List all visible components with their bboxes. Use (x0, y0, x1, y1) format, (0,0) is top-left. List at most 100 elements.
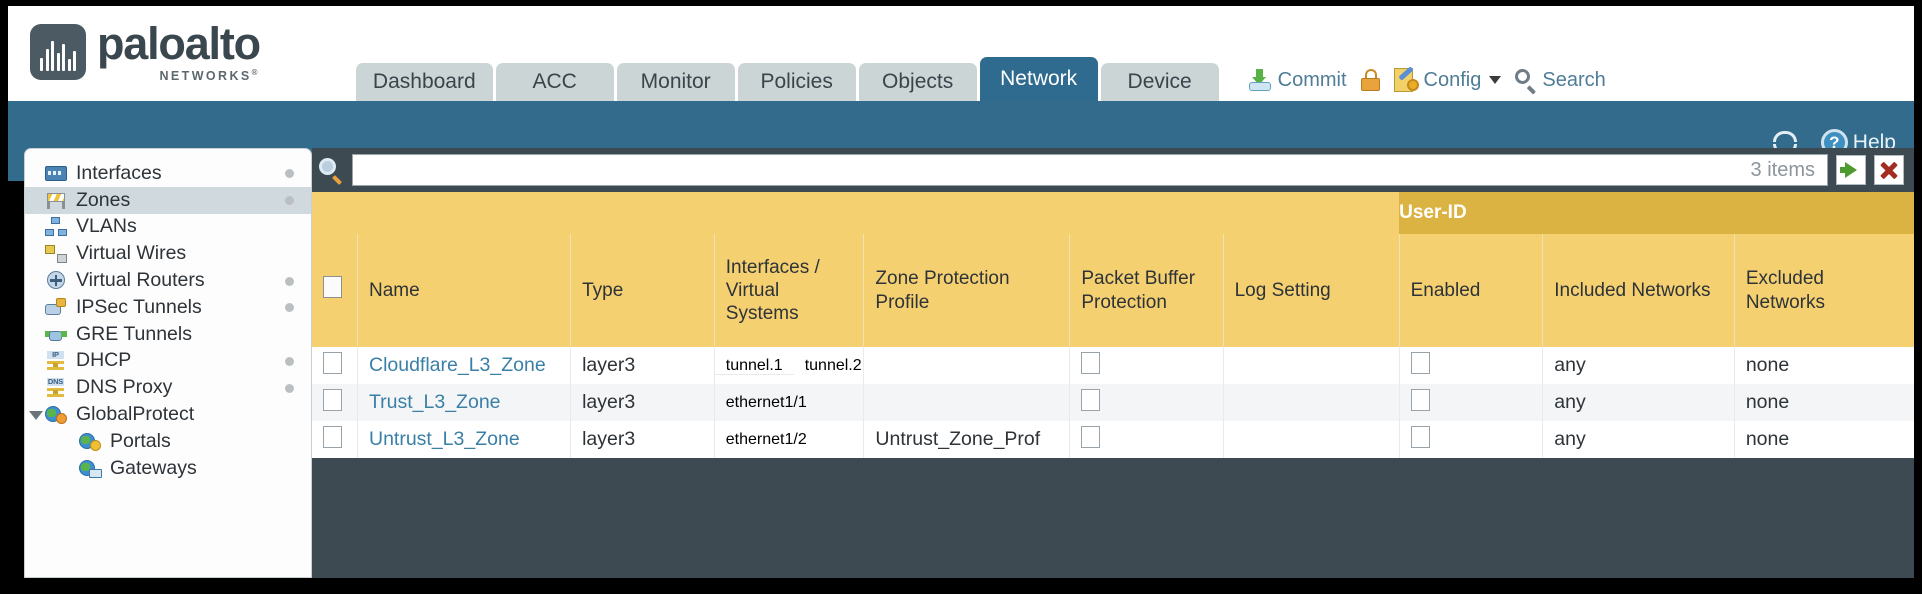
config-icon (1393, 66, 1419, 92)
included-networks-cell: any (1542, 384, 1735, 421)
included-networks-cell: any (1542, 421, 1735, 458)
tab-device[interactable]: Device (1100, 63, 1219, 101)
config-menu-button[interactable]: Config (1393, 66, 1502, 92)
sidebar-item-label: DNS Proxy (76, 376, 173, 399)
column-header-zone-protection-profile[interactable]: Zone Protection Profile (863, 234, 1070, 347)
tab-network[interactable]: Network (979, 57, 1098, 101)
commit-button[interactable]: Commit (1247, 69, 1347, 92)
interface-item: ethernet1/1 (725, 394, 807, 411)
packet-buffer-protection-checkbox[interactable] (1081, 425, 1101, 448)
zone-name-link[interactable]: Cloudflare_L3_Zone (368, 354, 546, 376)
userid-enabled-cell (1398, 421, 1543, 458)
clear-filter-button[interactable] (1874, 155, 1904, 185)
select-all-checkbox[interactable] (323, 276, 342, 299)
sidebar-item-label: VLANs (76, 215, 137, 238)
sidebar-item-gateways[interactable]: Gateways (25, 455, 311, 482)
sidebar-item-zones[interactable]: Zones (25, 186, 311, 214)
brand-name: paloalto (97, 18, 261, 70)
packet-buffer-protection-cell (1069, 384, 1224, 421)
commit-icon (1247, 69, 1273, 91)
zone-name-link[interactable]: Untrust_L3_Zone (368, 428, 520, 450)
help-label: Help (1852, 130, 1896, 154)
excluded-networks-cell: none (1733, 347, 1914, 384)
zone-type-cell: layer3 (570, 347, 715, 384)
config-label: Config (1423, 68, 1482, 91)
userid-enabled-checkbox[interactable] (1410, 351, 1430, 374)
group-header-row: User-ID (312, 192, 1914, 234)
band-actions: ? Help (1772, 129, 1896, 156)
sidebar-item-vlans[interactable]: VLANs (25, 214, 311, 241)
brand-tagline: NETWORKS® (159, 68, 260, 84)
virtual-routers-icon (45, 271, 67, 290)
tab-monitor[interactable]: Monitor (616, 63, 735, 101)
userid-enabled-checkbox[interactable] (1410, 425, 1430, 448)
row-select-cell (312, 384, 357, 421)
apply-filter-button[interactable] (1836, 155, 1866, 185)
column-header-type[interactable]: Type (570, 234, 715, 347)
column-header-enabled[interactable]: Enabled (1398, 234, 1543, 347)
userid-enabled-checkbox[interactable] (1410, 388, 1430, 411)
packet-buffer-protection-checkbox[interactable] (1081, 351, 1101, 374)
userid-enabled-cell (1398, 384, 1543, 421)
status-dot-icon (285, 196, 294, 206)
refresh-icon[interactable] (1772, 130, 1799, 155)
sidebar-item-label: Virtual Routers (76, 269, 205, 292)
help-button[interactable]: ? Help (1820, 129, 1896, 156)
item-count: 3 items (1750, 158, 1815, 181)
included-networks-cell: any (1542, 347, 1735, 384)
zone-type-cell: layer3 (570, 421, 715, 458)
tab-policies[interactable]: Policies (737, 63, 856, 101)
expand-triangle-icon[interactable] (29, 410, 43, 420)
sidebar-item-gre-tunnels[interactable]: GRE Tunnels (25, 321, 311, 348)
zone-name-link[interactable]: Trust_L3_Zone (368, 391, 501, 413)
sidebar-item-label: Interfaces (76, 161, 162, 184)
sidebar-item-ipsec-tunnels[interactable]: IPSec Tunnels (25, 294, 311, 321)
column-header-excluded-networks[interactable]: Excluded Networks (1733, 234, 1914, 347)
zone-interfaces-cell: ethernet1/1 (713, 384, 864, 421)
sidebar-item-virtual-routers[interactable]: Virtual Routers (25, 267, 311, 294)
search-button[interactable]: Search (1515, 69, 1606, 94)
sidebar-item-label: Zones (76, 188, 131, 211)
zone-type-cell: layer3 (570, 384, 715, 421)
column-header-included-networks[interactable]: Included Networks (1542, 234, 1735, 347)
tab-objects[interactable]: Objects (858, 63, 977, 101)
packet-buffer-protection-checkbox[interactable] (1081, 388, 1101, 411)
config-lock-button[interactable] (1360, 69, 1380, 91)
row-select-checkbox[interactable] (323, 425, 342, 448)
column-header-name[interactable]: Name (356, 234, 571, 347)
sidebar-item-label: GRE Tunnels (76, 322, 192, 345)
dhcp-icon: IP (45, 351, 67, 371)
sidebar-item-dns-proxy[interactable]: DNS DNS Proxy (25, 374, 311, 401)
column-header-log-setting[interactable]: Log Setting (1222, 234, 1400, 347)
portals-icon (79, 432, 101, 451)
packet-buffer-protection-cell (1069, 421, 1224, 458)
sidebar-item-globalprotect[interactable]: GlobalProtect (25, 401, 311, 428)
sidebar-item-portals[interactable]: Portals (25, 428, 311, 455)
column-header-packet-buffer-protection[interactable]: Packet Buffer Protection (1069, 234, 1224, 347)
tab-acc[interactable]: ACC (495, 63, 614, 101)
sidebar-item-interfaces[interactable]: Interfaces (25, 160, 311, 187)
status-dot-icon (285, 169, 294, 179)
tab-dashboard[interactable]: Dashboard (355, 63, 493, 101)
search-input[interactable]: 3 items (352, 154, 1828, 186)
main-content: 3 items User-ID (312, 148, 1914, 578)
search-icon (1515, 69, 1537, 94)
paloalto-logo-mark-icon (30, 24, 86, 80)
row-select-checkbox[interactable] (323, 351, 342, 374)
log-setting-cell (1222, 384, 1400, 421)
log-setting-cell (1222, 347, 1400, 384)
sidebar-item-virtual-wires[interactable]: Virtual Wires (25, 240, 311, 267)
dns-proxy-icon: DNS (45, 378, 67, 398)
row-select-checkbox[interactable] (323, 388, 342, 411)
globalprotect-icon (45, 405, 67, 425)
column-header-interfaces-virtual-systems[interactable]: Interfaces / Virtual Systems (713, 234, 864, 347)
gateways-icon (79, 459, 102, 478)
